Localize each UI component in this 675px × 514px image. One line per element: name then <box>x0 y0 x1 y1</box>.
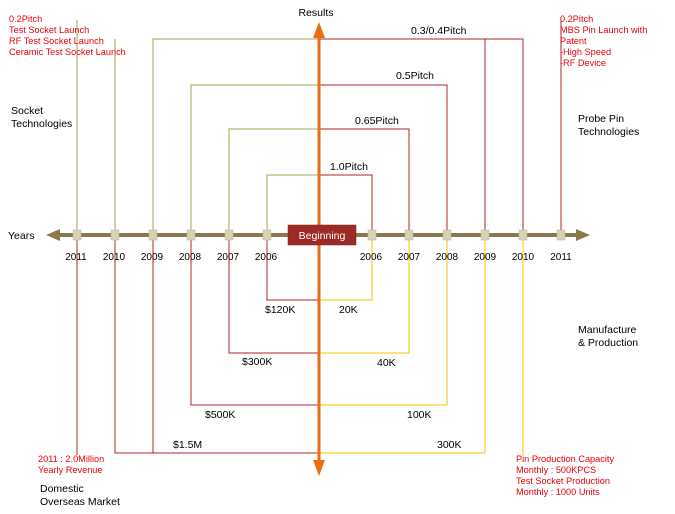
quadrant-line: Manufacture <box>578 324 637 336</box>
box-2006-bottom-right <box>319 238 373 301</box>
quadrant-line: Technologies <box>11 118 72 130</box>
note-line: Ceramic Test Socket Launch <box>9 47 126 57</box>
pitch-label-0-5: 0.5Pitch <box>396 70 434 82</box>
note-line: 2011 : 2.0Million <box>38 454 104 464</box>
pitch-label-1-0: 1.0Pitch <box>330 161 368 173</box>
box-2006-top-right <box>319 174 373 238</box>
year-tick-mark <box>404 229 414 241</box>
amount-1-5m: $1.5M <box>173 439 202 451</box>
quadrant-socket-technologies: Socket Technologies <box>11 105 72 130</box>
results-axis <box>313 22 325 476</box>
box-2008-top-right <box>319 84 448 238</box>
note-bottom-right: Pin Production Capacity Monthly : 500KPC… <box>516 454 617 497</box>
beginning-box <box>287 224 357 246</box>
beginning-label: Beginning <box>299 230 346 242</box>
year-label-left-2008: 2008 <box>179 252 202 263</box>
quadrant-line: Technologies <box>578 126 639 138</box>
year-label-right-2008: 2008 <box>436 252 459 263</box>
quadrant-probe-pin-technologies: Probe Pin Technologies <box>578 113 639 138</box>
note-top-right: 0.2Pitch MBS Pin Launch with Patent -Hig… <box>560 14 650 68</box>
note-line: 0.2Pitch <box>9 14 42 24</box>
box-2007-bottom-right <box>319 238 410 354</box>
results-label: Results <box>298 7 333 19</box>
note-line: Test Socket Production <box>516 476 610 486</box>
amount-500k: $500K <box>205 409 235 421</box>
quadrant-line: Probe Pin <box>578 113 624 125</box>
year-label-left-2010: 2010 <box>103 252 126 263</box>
note-line: RF Test Socket Launch <box>9 36 104 46</box>
year-label-right-2011: 2011 <box>550 252 572 263</box>
note-line: Pin Production Capacity <box>516 454 614 464</box>
year-tick-mark <box>72 229 82 241</box>
note-top-left: 0.2Pitch Test Socket Launch RF Test Sock… <box>9 14 126 57</box>
quadrant-line: Socket <box>11 105 43 117</box>
box-2009-top-left <box>152 38 319 238</box>
quadrant-line: & Production <box>578 337 638 349</box>
quadrant-line: Overseas Market <box>40 496 120 508</box>
quadrant-line: Domestic <box>40 483 84 495</box>
box-2007-bottom-left <box>228 238 319 354</box>
note-line: -RF Device <box>560 58 606 68</box>
amount-300k: $300K <box>242 356 272 368</box>
note-line: 0.2Pitch <box>560 14 593 24</box>
box-2008-bottom-right <box>319 238 448 406</box>
pitch-label-0-65: 0.65Pitch <box>355 115 399 127</box>
note-line: Monthly : 1000 Units <box>516 487 600 497</box>
amount-120k: $120K <box>265 304 295 316</box>
years-label: Years <box>8 230 34 242</box>
box-2010-top-right <box>319 38 524 238</box>
box-2009-bottom-left <box>152 238 319 454</box>
year-tick-mark <box>224 229 234 241</box>
box-2008-bottom-left <box>190 238 319 406</box>
year-label-left-2006: 2006 <box>255 252 278 263</box>
note-line: Test Socket Launch <box>9 25 89 35</box>
year-label-right-2010: 2010 <box>512 252 535 263</box>
box-2007-top-left <box>228 128 319 238</box>
year-label-right-2007: 2007 <box>398 252 421 263</box>
year-tick-marks <box>72 229 566 241</box>
year-tick-mark <box>556 229 566 241</box>
year-tick-mark <box>110 229 120 241</box>
note-line: MBS Pin Launch with <box>560 25 647 35</box>
year-tick-mark <box>186 229 196 241</box>
note-line: Yearly Revenue <box>38 465 103 475</box>
year-label-left-2011: 2011 <box>65 252 87 263</box>
amount-300k-right: 300K <box>437 439 462 451</box>
note-line: -High Speed <box>560 47 611 57</box>
box-2006-top-left <box>266 174 319 238</box>
year-tick-mark <box>148 229 158 241</box>
box-2009-bottom-right <box>319 238 486 454</box>
arrow-up-icon <box>313 22 325 38</box>
pitch-boxes <box>76 20 562 455</box>
year-label-right-2006: 2006 <box>360 252 383 263</box>
pitch-label-0-3-0-4: 0.3/0.4Pitch <box>411 25 467 37</box>
quadrant-manufacture-production: Manufacture & Production <box>578 324 639 349</box>
box-2006-bottom-left <box>266 238 319 301</box>
year-label-left-2009: 2009 <box>141 252 164 263</box>
year-tick-mark <box>442 229 452 241</box>
year-labels: 2011 2010 2009 2008 2007 2006 2006 2007 … <box>65 252 572 263</box>
line-2010-left-down <box>114 238 153 454</box>
note-bottom-left: 2011 : 2.0Million Yearly Revenue <box>38 454 107 475</box>
arrow-down-icon <box>313 460 325 476</box>
note-line: Patent <box>560 36 587 46</box>
year-label-left-2007: 2007 <box>217 252 240 263</box>
arrow-left-icon <box>46 229 60 241</box>
year-tick-mark <box>518 229 528 241</box>
box-2007-top-right <box>319 128 410 238</box>
year-tick-mark <box>262 229 272 241</box>
amount-20k: 20K <box>339 304 358 316</box>
amount-40k: 40K <box>377 357 396 369</box>
year-tick-mark <box>367 229 377 241</box>
box-2008-top-left <box>190 84 319 238</box>
amount-100k: 100K <box>407 409 432 421</box>
quadrant-domestic-overseas-market: Domestic Overseas Market <box>40 483 120 508</box>
year-label-right-2009: 2009 <box>474 252 497 263</box>
note-line: Monthly : 500KPCS <box>516 465 596 475</box>
year-tick-mark <box>480 229 490 241</box>
arrow-right-icon <box>576 229 590 241</box>
